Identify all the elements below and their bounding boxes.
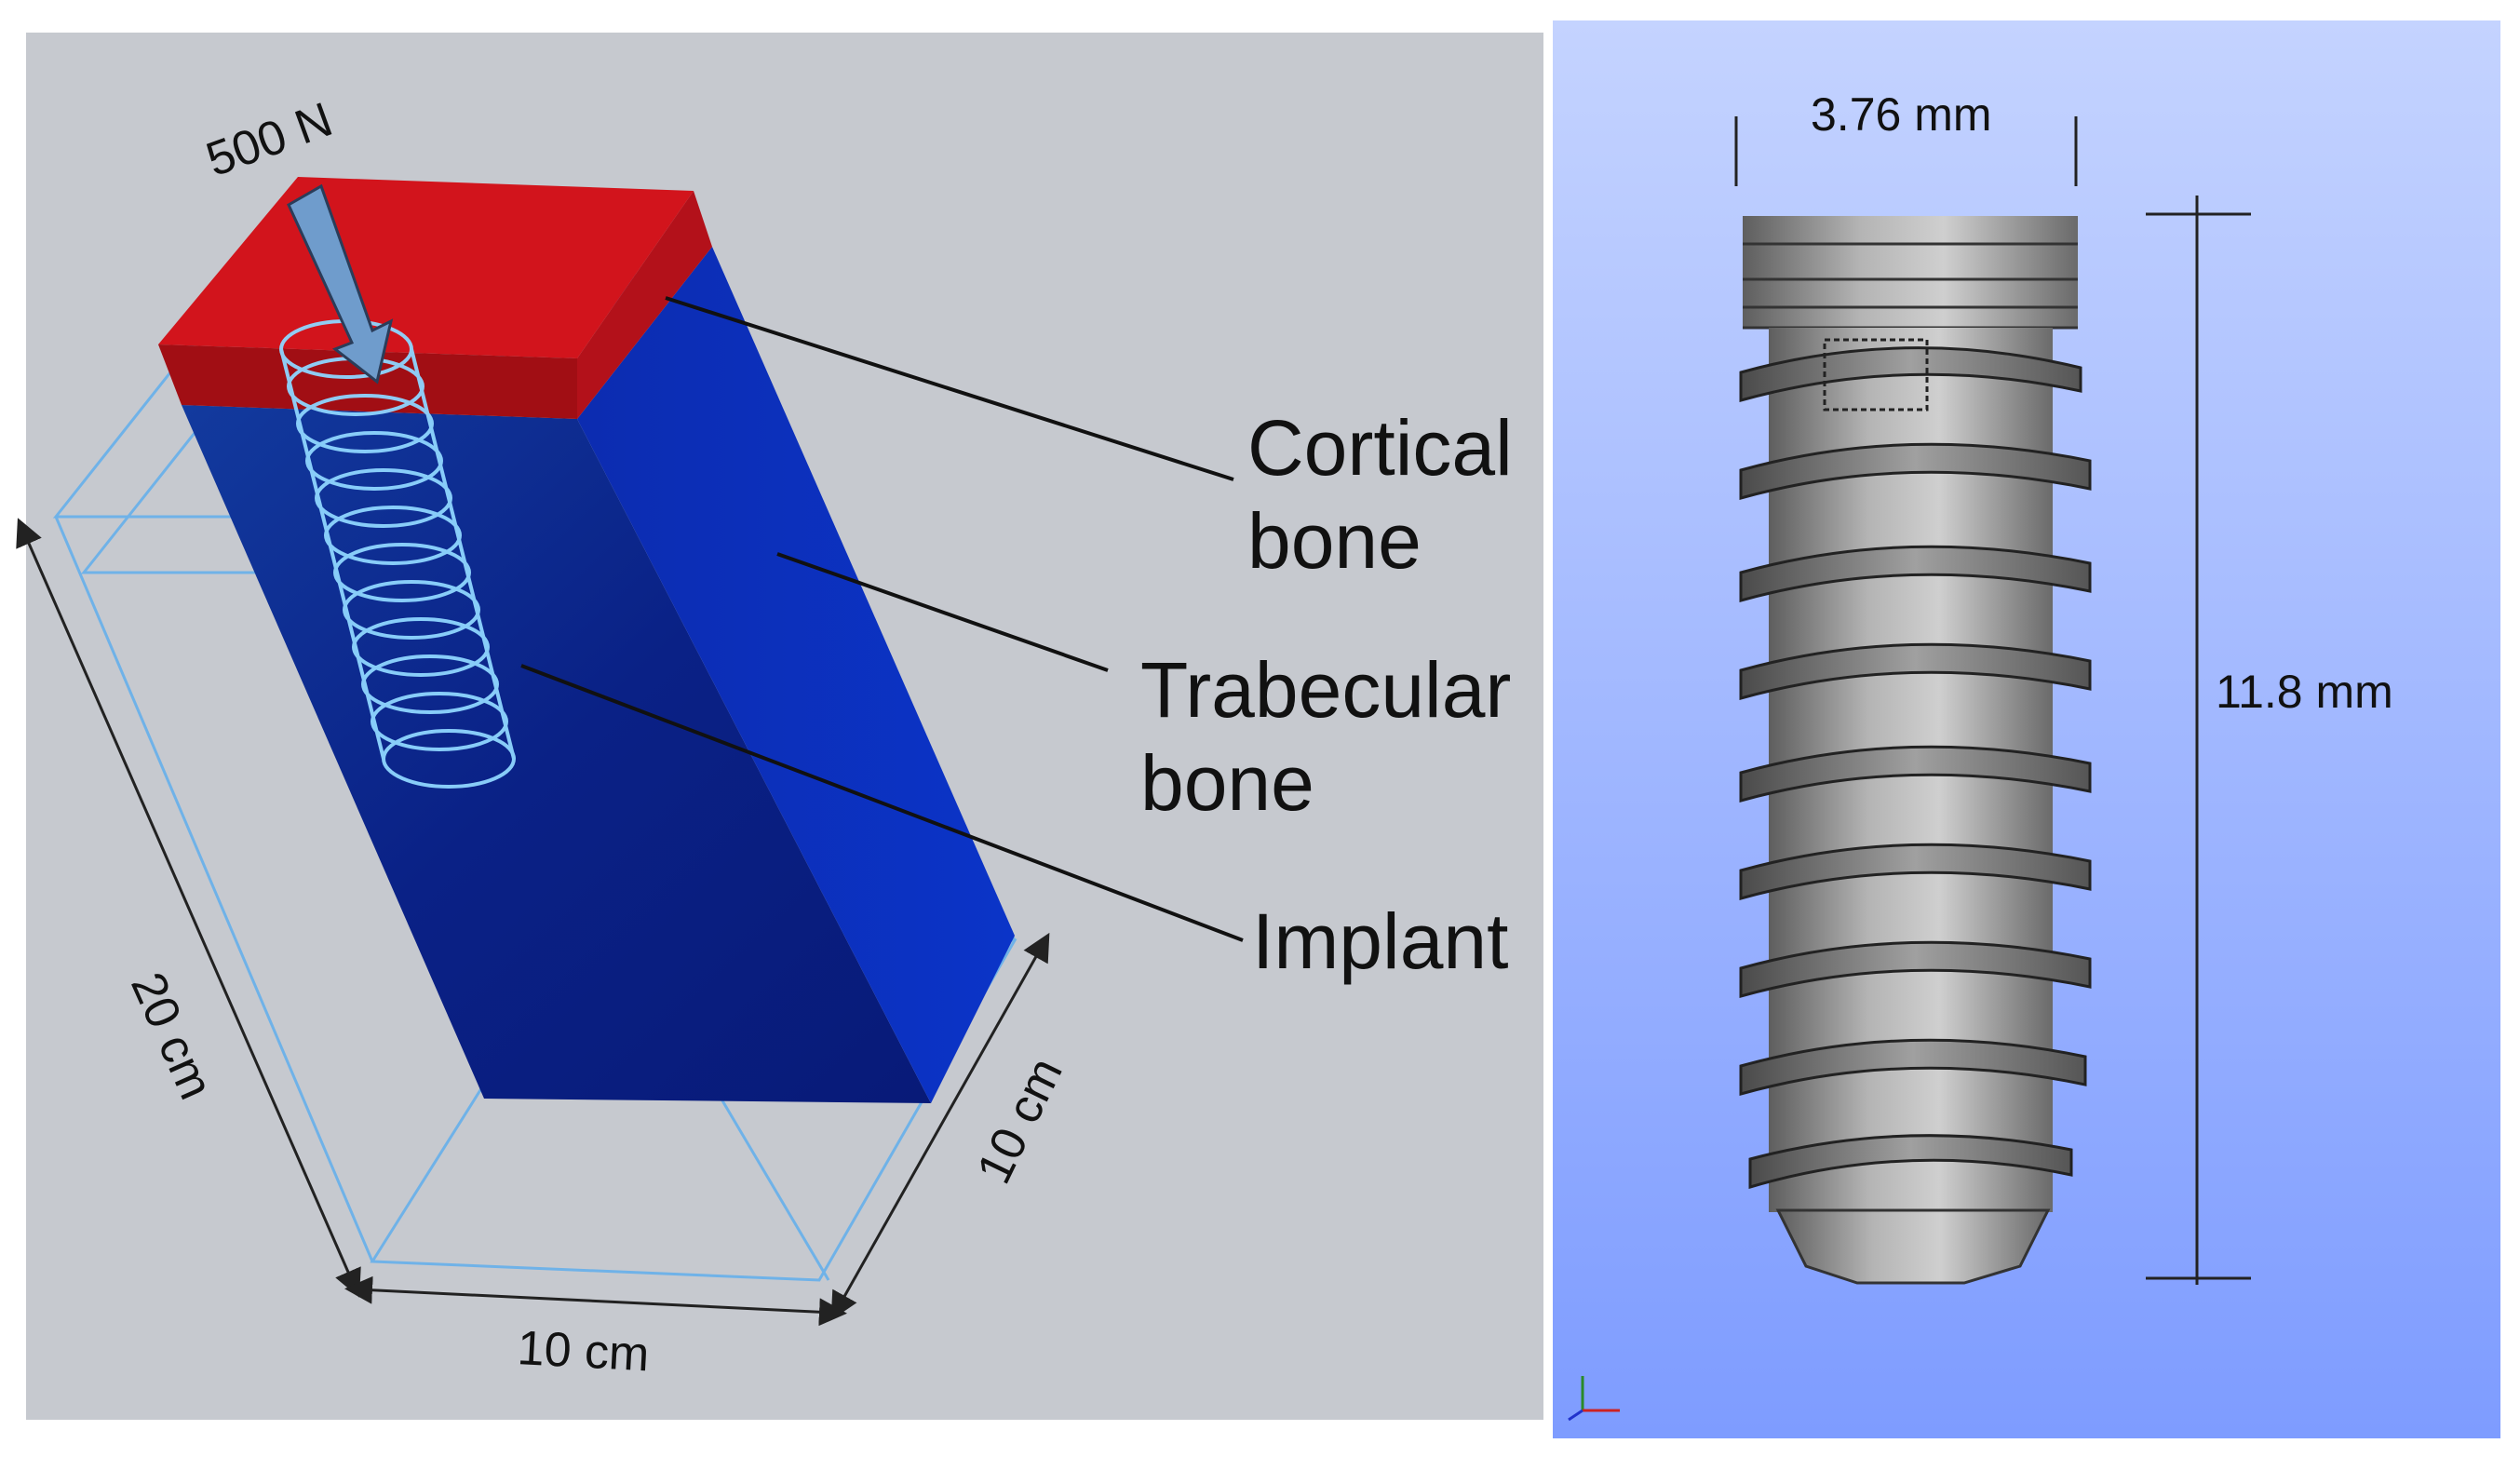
trabecular-bone-block [182,247,1015,1103]
length-label: 11.8 mm [2216,666,2393,718]
cortical-side-face [577,191,712,419]
cortical-top-face [158,177,694,358]
right-panel: 3.76 mm 11.8 mm [1553,20,2500,1438]
dimension-arrows [16,518,1050,1327]
diameter-dimension [1734,116,2078,186]
cortical-bone-label-line2: bone [1247,497,1422,585]
callout-lines [520,296,1244,942]
dental-implant [1739,216,2092,1285]
trabecular-side-face [577,247,1015,1103]
length-dimension [2146,196,2251,1285]
implant-label: Implant [1252,897,1508,985]
cortical-front-face [158,344,577,419]
load-arrow [287,183,394,384]
implant-anti-rotation-notch [1823,338,1929,411]
left-panel: 500 N Cortical bone Trabecular bone Impl… [16,33,1543,1420]
cortical-bone-label-line1: Cortical [1247,404,1513,492]
width-dimension-label: 10 cm [516,1321,650,1382]
trabecular-bone-label-line2: bone [1140,739,1314,827]
axis-triad-icon [1568,1376,1620,1422]
trabecular-bone-label-line1: Trabecular [1140,646,1511,734]
implant-collar [1743,216,2078,328]
trabecular-front-face [182,405,931,1103]
cortical-bone-slab [158,177,712,419]
implant-threads [1739,346,2092,1190]
implant-apex [1775,1208,2051,1285]
diameter-label: 3.76 mm [1811,88,1992,141]
